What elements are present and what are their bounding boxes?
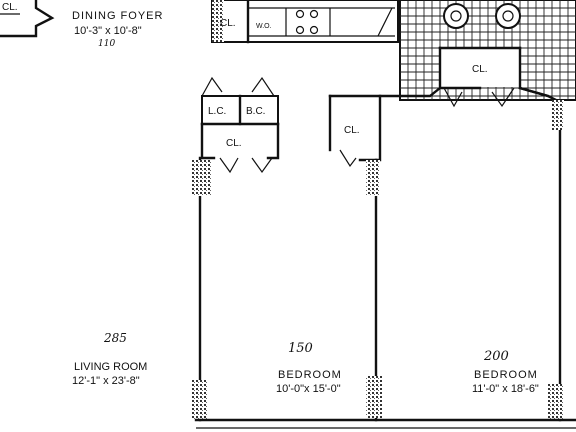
label-bedroom1-note: 150 (288, 341, 313, 356)
label-closet-corridor: CL. (472, 64, 488, 75)
label-closet-bedroom2: CL. (344, 125, 360, 136)
label-living-room: LIVING ROOM (74, 361, 147, 373)
label-linen-closet: L.C. (208, 106, 226, 117)
label-living-room-dims: 12'-1" x 23'-8" (72, 375, 140, 387)
label-bedroom1-dims: 10'-0"x 15'-0" (276, 383, 341, 395)
label-living-room-note: 285 (103, 331, 127, 345)
label-closet-top-left: CL. (2, 2, 18, 13)
bedroom1-closets-walls (200, 76, 280, 174)
label-wall-oven: W.O. (256, 23, 272, 30)
label-dining-foyer-dims: 10'-3" x 10'-8" (74, 25, 142, 37)
label-dining-foyer: DINING FOYER (72, 10, 163, 22)
label-bedroom2-dims: 11'-0" x 18'-6" (472, 383, 539, 395)
labels: CL. DINING FOYER 10'-3" x 10'-8" 110 CL.… (2, 2, 539, 395)
kitchen-block (211, 0, 399, 44)
label-bedroom1: BEDROOM (278, 369, 342, 381)
corridor-closet-walls (438, 46, 522, 108)
label-bedroom2-note: 200 (483, 349, 509, 364)
corridor-closet-fill (441, 49, 519, 87)
label-broom-closet: B.C. (246, 106, 265, 117)
label-bedroom2: BEDROOM (474, 369, 538, 381)
label-closet-kitchen: CL. (220, 18, 236, 29)
label-closet-bedroom1: CL. (226, 138, 242, 149)
bathroom-tile-grid (399, 0, 576, 101)
label-dining-foyer-note: 110 (98, 39, 115, 49)
closet-top-left-walls (0, 0, 55, 38)
bathroom-fixtures (443, 3, 521, 29)
main-walls (192, 86, 576, 429)
